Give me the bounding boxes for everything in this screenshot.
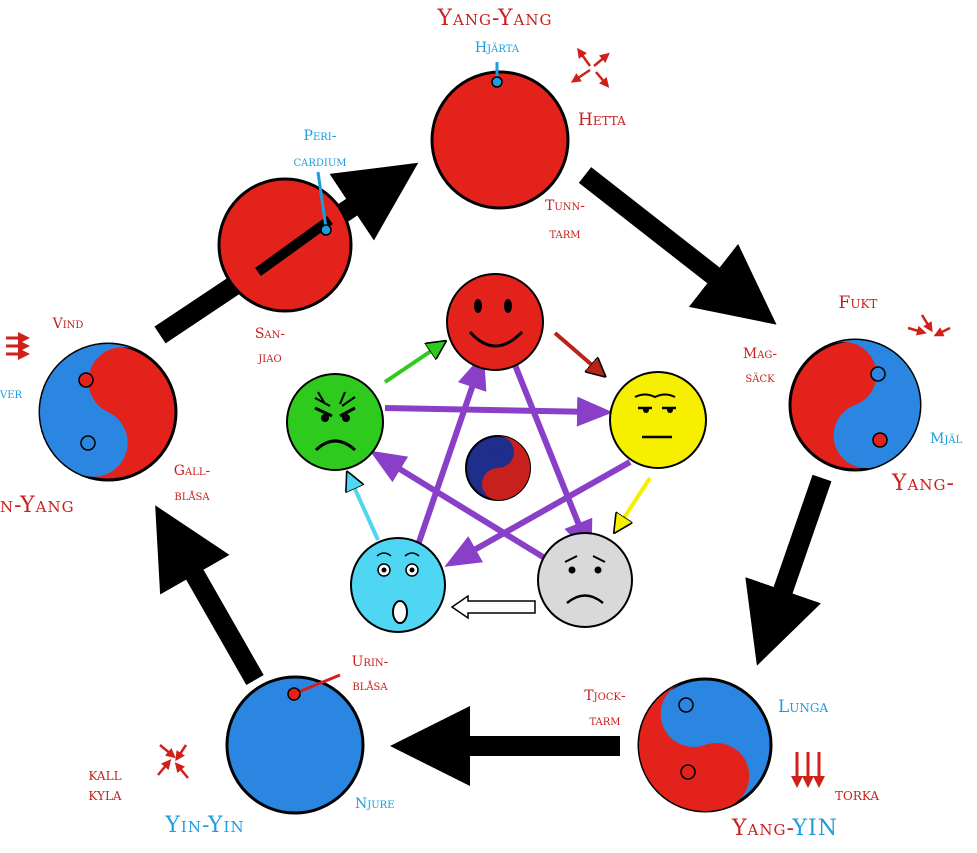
earth-spleen: Mjäl xyxy=(930,431,963,447)
face-angry-green xyxy=(286,373,384,471)
star-line-yellow-cyan xyxy=(444,459,632,567)
metal-title: Yang-YIN xyxy=(731,816,838,841)
sanjiao-label-a: San- xyxy=(255,326,286,342)
fire-organ-small-intestine-a: Tunn- xyxy=(545,198,585,214)
earth-stomach-a: Mag- xyxy=(743,346,778,362)
water-circle xyxy=(225,673,365,815)
water-title: Yin-Yin xyxy=(164,813,244,838)
arrow-cyan-to-green xyxy=(350,478,380,541)
water-climate-a: kall xyxy=(88,765,121,785)
control-cycle-star xyxy=(369,352,632,567)
wood-gallbladder-a: Gall- xyxy=(174,463,211,479)
face-neutral-yellow xyxy=(609,371,707,469)
converging-arrows-icon xyxy=(907,314,951,337)
arrow-fire-to-earth xyxy=(578,167,777,325)
fire-organ-small-intestine-b: tarm xyxy=(549,226,580,242)
metal-circle xyxy=(637,677,773,813)
pericardium-label-a: Peri- xyxy=(304,128,337,144)
fire-organ-heart: Hjärta xyxy=(475,40,520,56)
star-line-fire-grey xyxy=(512,363,593,557)
wood-gallbladder-b: blåsa xyxy=(174,488,210,504)
star-line-grey-wood xyxy=(369,450,550,563)
fire-circle xyxy=(430,62,570,210)
face-scared-cyan xyxy=(350,537,446,633)
fire-title: Yang-Yang xyxy=(437,6,553,31)
water-climate-b: kyla xyxy=(88,785,122,805)
face-sad-grey xyxy=(537,532,633,628)
earth-stomach-b: säck xyxy=(745,370,775,386)
wood-liver: ver xyxy=(0,386,23,402)
metal-lung: Lunga xyxy=(778,697,828,717)
face-happy-red xyxy=(446,273,544,371)
star-line-wood-yellow xyxy=(384,396,613,427)
sanjiao-label-b: jiao xyxy=(257,350,281,366)
arrow-earth-to-metal xyxy=(745,474,832,666)
right-arrows-icon xyxy=(6,332,30,360)
wood-circle xyxy=(38,342,178,482)
scatter-arrows-icon xyxy=(570,47,610,88)
earth-circle xyxy=(788,338,922,472)
water-kidney: Njure xyxy=(355,796,395,812)
down-arrows-icon xyxy=(791,752,825,788)
water-bladder-a: Urin- xyxy=(352,654,389,670)
metal-climate: torka xyxy=(835,785,879,805)
pericardium-circle xyxy=(217,171,353,313)
pericardium-label-b: cardium xyxy=(293,154,346,170)
metal-large-intestine-b: tarm xyxy=(589,713,620,729)
arrow-grey-to-cyan-outline xyxy=(450,594,536,620)
fire-climate: Hetta xyxy=(578,110,626,130)
arrow-yellow-to-grey xyxy=(618,476,652,527)
arrow-red-to-yellow xyxy=(553,331,600,372)
arrow-green-to-red xyxy=(383,345,440,384)
star-line-cyan-fire xyxy=(415,352,487,546)
crossing-arrows-icon xyxy=(157,744,189,779)
earth-climate: Fukt xyxy=(839,293,878,313)
water-bladder-b: blåsa xyxy=(352,678,388,694)
arrow-water-to-wood xyxy=(155,505,264,685)
wood-title: n-Yang xyxy=(0,493,75,518)
earth-title: Yang- xyxy=(891,471,955,496)
yin-yang-icon xyxy=(465,435,531,501)
wood-climate: Vind xyxy=(52,316,84,332)
metal-large-intestine-a: Tjock- xyxy=(584,688,626,704)
inner-cycle-arrows xyxy=(350,331,652,620)
